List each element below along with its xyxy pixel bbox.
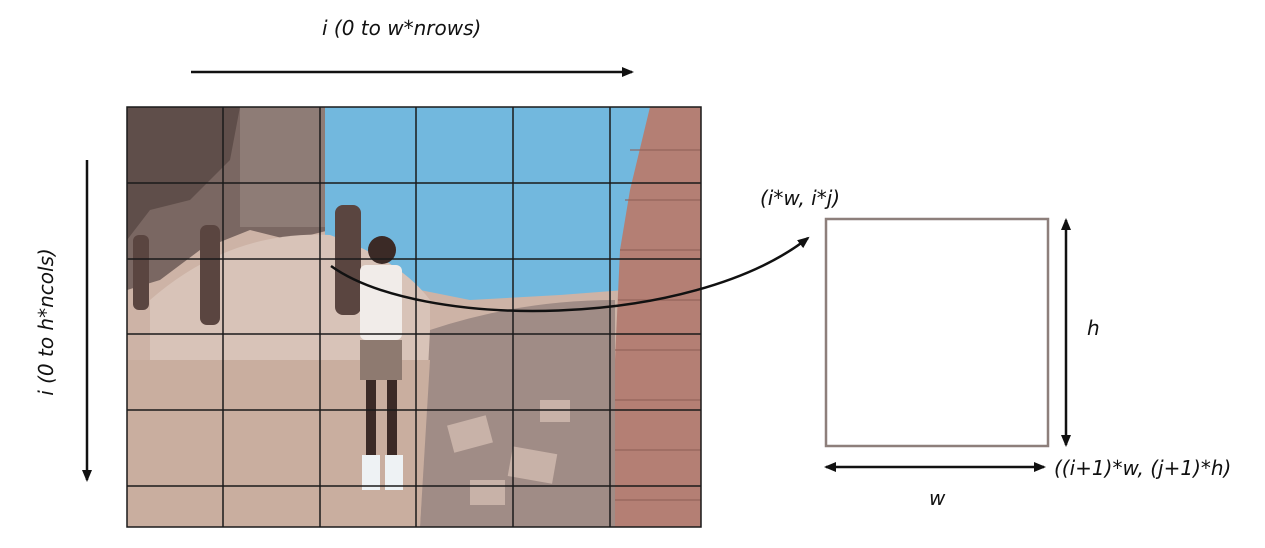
tile-grid [126, 106, 702, 528]
enlarged-tile [824, 217, 1050, 448]
boy-figure [360, 236, 403, 490]
width-label: w [929, 486, 946, 510]
curved-arrow [330, 236, 810, 313]
height-label: h [1087, 316, 1100, 340]
top-axis-label: i (0 to w*nrows) [322, 16, 482, 40]
bottom-right-corner-label: ((i+1)*w, (j+1)*h) [1054, 456, 1232, 480]
left-axis-label: i (0 to h*ncols) [34, 248, 58, 396]
top-left-corner-label: (i*w, i*j) [760, 186, 841, 210]
street-photo [127, 107, 701, 527]
